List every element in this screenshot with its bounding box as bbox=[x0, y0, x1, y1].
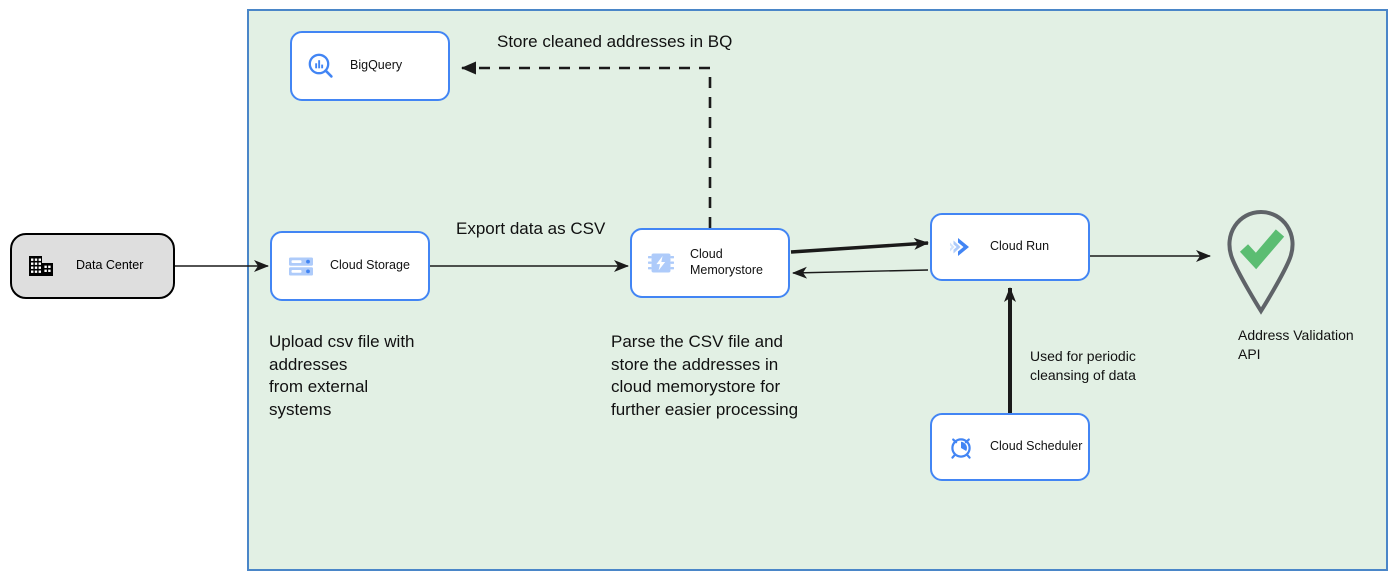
edge-label-store-cleaned: Store cleaned addresses in BQ bbox=[497, 32, 733, 51]
edge-label-export-csv: Export data as CSV bbox=[456, 219, 606, 238]
node-cloud-storage-label: Cloud Storage bbox=[330, 258, 410, 273]
note-upload-csv: Upload csv file with addresses from exte… bbox=[269, 332, 415, 419]
cloud-memorystore-icon bbox=[646, 248, 676, 278]
node-cloud-storage[interactable]: Cloud Storage bbox=[270, 231, 430, 301]
bigquery-icon bbox=[306, 51, 336, 81]
node-bigquery[interactable]: BigQuery bbox=[290, 31, 450, 101]
map-pin-check-icon bbox=[1227, 209, 1295, 315]
node-bigquery-label: BigQuery bbox=[350, 58, 403, 73]
node-cloud-scheduler-label: Cloud Scheduler bbox=[990, 439, 1083, 454]
edge-label-periodic-cleansing: Used for periodic cleansing of data bbox=[1030, 348, 1136, 383]
node-cloud-memorystore[interactable]: Cloud Memorystore bbox=[630, 228, 790, 298]
gcp-boundary-container bbox=[247, 9, 1388, 571]
building-icon bbox=[26, 251, 56, 281]
node-data-center[interactable]: Data Center bbox=[10, 233, 175, 299]
node-cloud-run-label: Cloud Run bbox=[990, 239, 1050, 254]
address-validation-api-label: Address Validation API bbox=[1238, 327, 1354, 362]
node-cloud-memorystore-label: Cloud Memorystore bbox=[690, 247, 763, 277]
node-address-validation-api[interactable] bbox=[1218, 206, 1304, 316]
node-cloud-run[interactable]: Cloud Run bbox=[930, 213, 1090, 281]
node-cloud-scheduler[interactable]: Cloud Scheduler bbox=[930, 413, 1090, 481]
node-data-center-label: Data Center bbox=[76, 258, 144, 273]
cloud-run-icon bbox=[946, 232, 976, 262]
note-parse-csv: Parse the CSV file and store the address… bbox=[611, 332, 799, 419]
cloud-scheduler-icon bbox=[946, 432, 976, 462]
cloud-storage-icon bbox=[286, 251, 316, 281]
